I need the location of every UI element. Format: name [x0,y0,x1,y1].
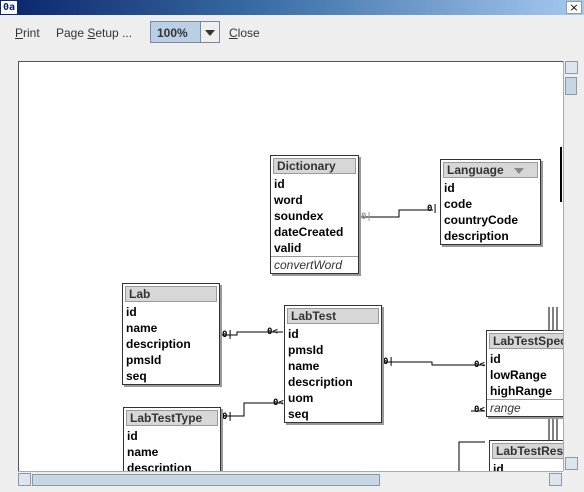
card-dict-lang-b: 0| [427,204,438,214]
table-title: Lab [125,286,217,302]
field: uom [288,391,314,405]
field: highRange [490,384,552,398]
zoom-value: 100% [157,26,188,40]
method: range [487,399,564,416]
table-title: LabTestSpec [489,333,564,349]
vertical-scrollbar[interactable] [563,61,579,471]
labtest-spec-line [382,361,485,366]
field: seq [126,369,147,383]
horizontal-scrollbar[interactable] [18,471,563,488]
field: id [274,177,285,191]
field: id [493,462,504,472]
scroll-up-icon[interactable] [565,61,578,74]
field: id [288,327,299,341]
labtesttype-labtest-line [222,402,283,417]
field: id [490,352,501,366]
field: seq [288,407,309,421]
lab-labtest-line [219,331,283,336]
card-spec-b2: 0< [474,405,485,415]
table-title: LabTest [287,308,379,324]
table-title: Language [443,162,538,178]
table-labtesttype[interactable]: LabTestType id name description [123,407,221,472]
field: lowRange [490,368,547,382]
vertical-scroll-thumb[interactable] [565,77,577,95]
zoom-select[interactable]: 100% [150,21,220,43]
field: code [444,197,473,211]
title-bar: 0a × [0,0,584,15]
window-close-button[interactable]: × [566,1,582,14]
field: pmsId [288,343,324,357]
card-type-labtest-a: 0| [222,412,233,422]
close-button[interactable]: Close [229,26,260,40]
field: countryCode [444,213,519,227]
scroll-down-icon[interactable] [565,457,578,470]
scroll-left-icon[interactable] [18,473,31,486]
table-lab[interactable]: Lab id name description pmsId seq [122,283,220,385]
field: name [126,321,158,335]
toolbar: Print Page Setup ... 100% Close [0,16,584,50]
field: valid [274,241,302,255]
field: pmsId [126,353,162,367]
table-language[interactable]: Language id code countryCode description [440,159,541,245]
table-labtest[interactable]: LabTest id pmsId name description uom se… [284,305,382,423]
field: word [274,193,303,207]
method: convertWord [271,256,358,273]
chevron-down-icon[interactable] [200,22,219,42]
horizontal-scroll-thumb[interactable] [32,474,380,486]
card-type-labtest-b: 0< [273,398,284,408]
card-labtest-spec-b: 0< [474,360,485,370]
table-labtestres[interactable]: LabTestRes id [489,440,564,472]
card-dict-lang-a: 0| [361,212,372,222]
field: id [127,429,138,443]
field: id [444,181,455,195]
table-dictionary[interactable]: Dictionary id word soundex dateCreated v… [270,155,359,274]
table-title: LabTestType [126,410,218,426]
spec-line-3 [458,441,485,472]
field: name [127,445,159,459]
table-title: Dictionary [273,158,356,174]
dict-language-line [360,209,433,218]
field: name [288,359,320,373]
table-labtestspec[interactable]: LabTestSpec id lowRange highRange range [486,330,564,417]
field: dateCreated [274,225,344,239]
page-setup-button[interactable]: Page Setup ... [56,26,133,40]
field: description [288,375,353,389]
table-title: LabTestRes [492,443,564,459]
field: id [126,305,137,319]
field: description [444,229,509,243]
card-lab-labtest-a: 0| [222,330,233,340]
diagram-canvas: 0| 0| 0| 0< 0| 0< 0| 0< 0< Dictionary id… [18,61,564,472]
card-labtest-spec-a: 0| [383,357,394,367]
scroll-corner [563,471,578,487]
card-lab-labtest-b: 0< [267,327,278,337]
field: description [126,337,191,351]
app-icon: 0a [1,1,17,14]
field: description [127,461,192,472]
triangle-down-icon[interactable] [514,168,524,174]
print-button[interactable]: Print [15,26,40,40]
scroll-right-icon[interactable] [549,473,562,486]
field: soundex [274,209,324,223]
